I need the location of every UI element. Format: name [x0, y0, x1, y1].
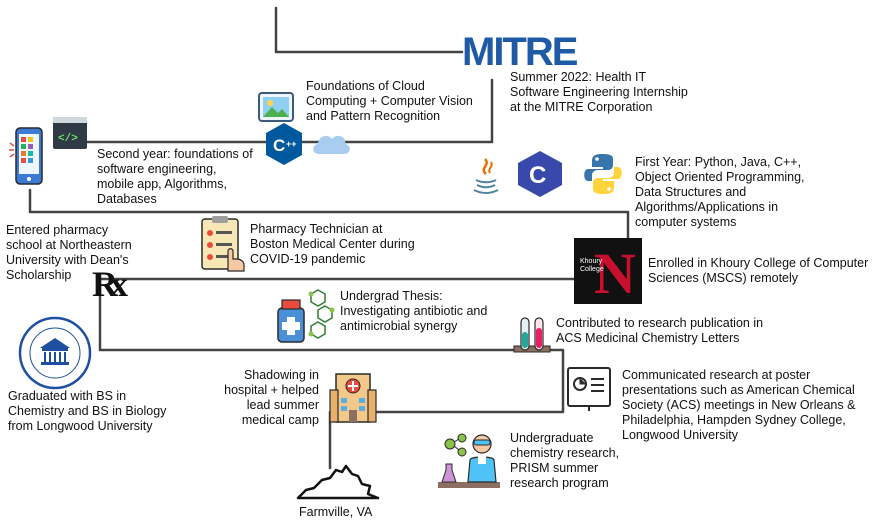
graduated-label: Graduated with BS in Chemistry and BS in…	[8, 389, 167, 433]
khoury-logo-icon: N	[574, 238, 642, 304]
pharmacy-technician-label: Pharmacy Technician at Boston Medical Ce…	[250, 222, 415, 266]
publication-label: Contributed to research publication in A…	[556, 316, 764, 345]
shadowing-label: Shadowing in hospital + helped lead summ…	[224, 368, 319, 427]
cloud-cv-label: Foundations of Cloud Computing + Compute…	[306, 79, 473, 123]
svg-text:++: ++	[286, 139, 297, 149]
mobile-app-icon	[9, 127, 43, 185]
virginia-map-icon	[296, 464, 380, 500]
presentation-icon	[567, 367, 611, 411]
hospital-icon	[329, 373, 377, 423]
mitre-logo: MITRE	[462, 30, 578, 74]
mitre-internship-label: Summer 2022: Health IT Software Engineer…	[510, 70, 688, 114]
longwood-seal-icon	[18, 316, 92, 390]
code-window-icon: </>	[53, 117, 87, 149]
cpp-icon: C ++	[266, 123, 302, 165]
rx-symbol-icon: Rx	[92, 264, 128, 304]
first-year-label: First Year: Python, Java, C++, Object Or…	[635, 155, 805, 229]
svg-text:</>: </>	[58, 133, 78, 145]
thesis-label: Undergrad Thesis: Investigating antibiot…	[340, 289, 488, 333]
cloud-icon	[313, 135, 350, 154]
python-icon	[584, 154, 622, 194]
java-icon	[473, 158, 499, 194]
poster-presentations-label: Communicated research at poster presenta…	[622, 368, 856, 442]
second-year-label: Second year: foundations of software eng…	[97, 147, 253, 206]
khoury-label: Enrolled in Khoury College of Computer S…	[648, 256, 869, 285]
svg-text:N: N	[594, 241, 636, 304]
khoury-logo-text: Khoury College	[580, 258, 604, 273]
farmville-label: Farmville, VA	[299, 505, 373, 519]
c-language-icon: C	[518, 151, 562, 197]
svg-text:C: C	[529, 162, 546, 189]
test-tubes-icon	[513, 317, 551, 353]
svg-text:C: C	[273, 136, 285, 155]
prescription-clipboard-icon	[201, 216, 245, 272]
entered-pharmacy-label: Entered pharmacy school at Northeastern …	[6, 223, 132, 282]
chemist-lab-icon	[438, 433, 500, 488]
undergrad-research-label: Undergraduate chemistry research, PRISM …	[510, 431, 620, 490]
antibiotic-molecule-icon	[277, 289, 335, 343]
image-icon	[258, 92, 294, 122]
